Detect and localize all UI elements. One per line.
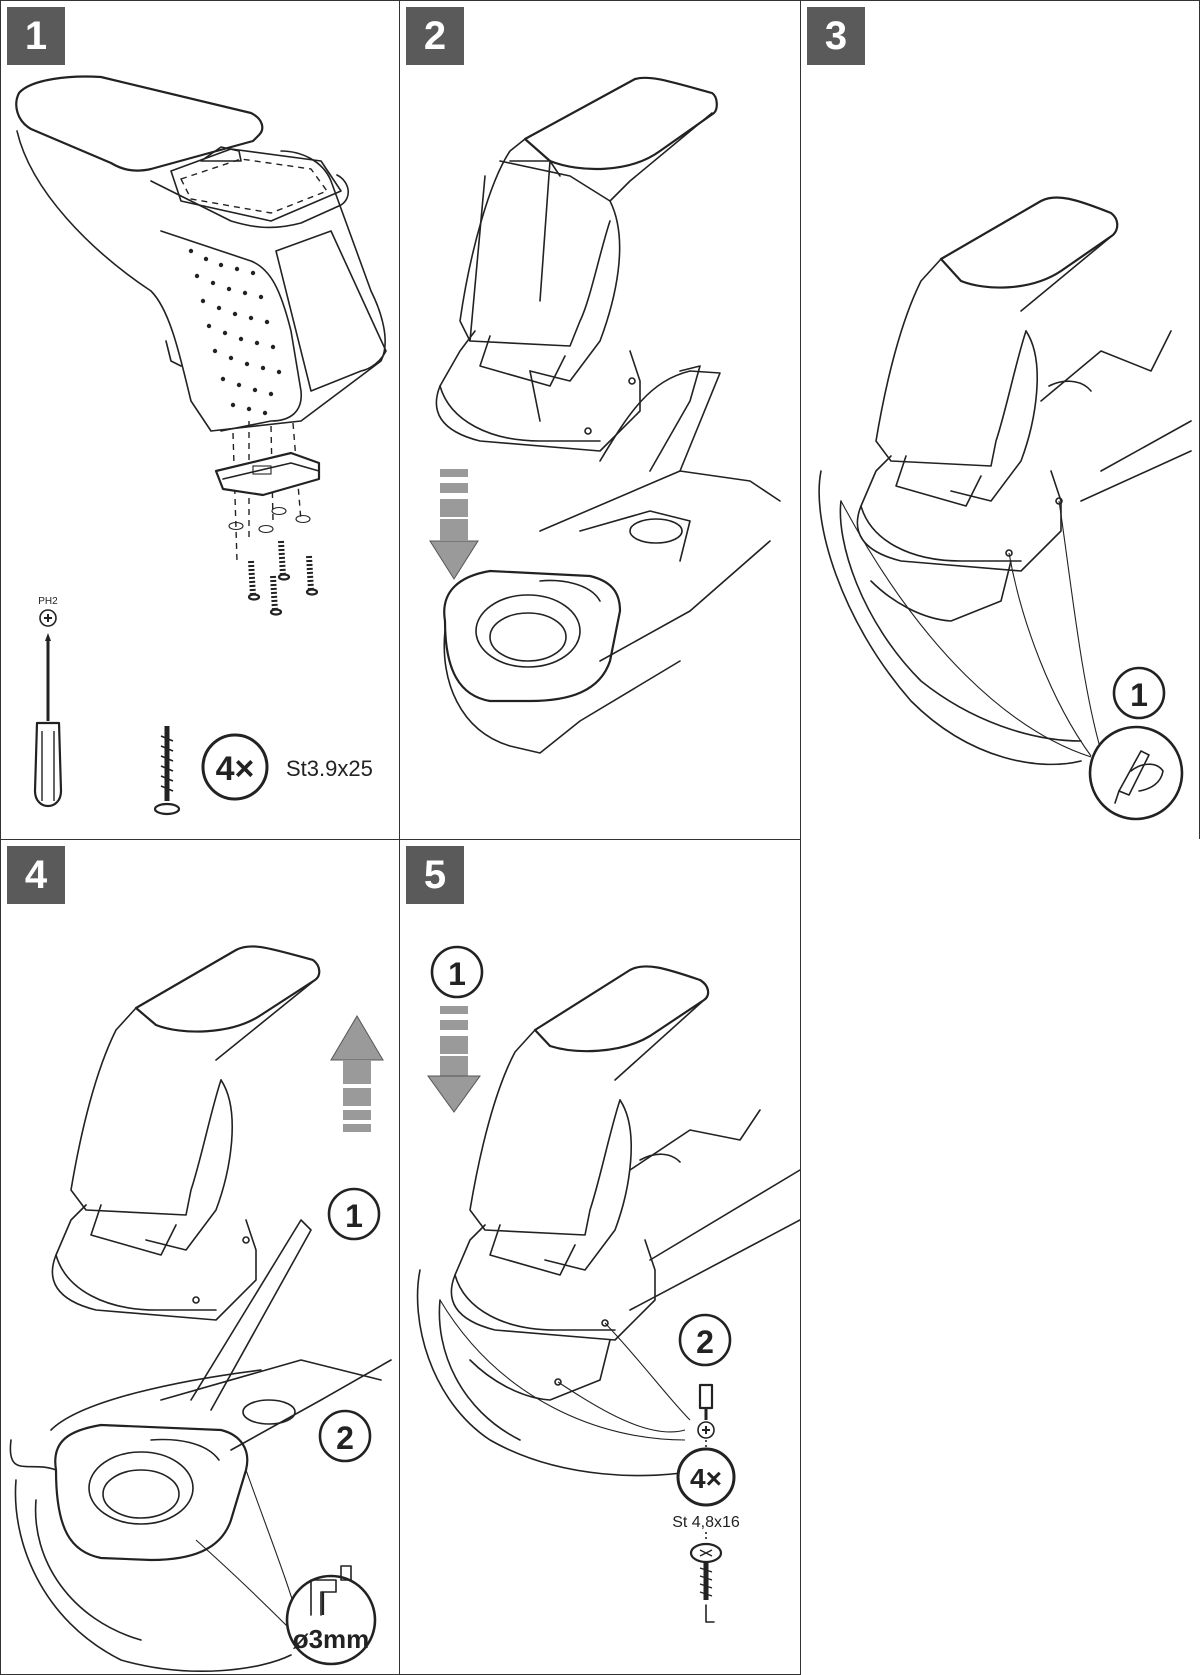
callout-2-circle — [678, 1313, 732, 1367]
wood-screw-icon — [153, 726, 181, 816]
drill-callout — [285, 1574, 377, 1666]
armrest-lid — [134, 945, 321, 1033]
screwdriver-icon — [697, 1383, 715, 1450]
screw-spec: St3.9x25 — [286, 756, 373, 781]
step-1-panel: 1 — [0, 0, 400, 840]
callout-1-circle — [327, 1187, 381, 1241]
callout-2: 2 — [336, 1420, 354, 1456]
step-number-badge: 2 — [406, 7, 464, 65]
up-arrow-icon — [330, 1015, 384, 1132]
armrest-drilling-illustration: 1 2 ø3mm — [9, 945, 392, 1672]
armrest-lid — [15, 75, 264, 172]
drill-size: ø3mm — [293, 1624, 370, 1654]
screwdriver-icon — [33, 633, 63, 807]
step-number-badge: 1 — [7, 7, 65, 65]
ph2-label: PH2 — [38, 596, 58, 607]
step-5-panel: 5 1 — [399, 839, 801, 1675]
armrest-lid — [523, 76, 718, 171]
cupholder-tray — [54, 1423, 249, 1562]
armrest-lowering-illustration — [429, 76, 781, 754]
screw-count: 4× — [216, 750, 255, 788]
step-number-badge: 3 — [807, 7, 865, 65]
callout-2: 2 — [696, 1324, 714, 1360]
step-3-panel: 3 1 — [800, 0, 1200, 840]
armrest-fixing-illustration: 1 — [416, 945, 800, 1623]
callout-1: 1 — [1130, 677, 1148, 713]
down-arrow-icon — [427, 1006, 481, 1113]
screw-count: 4× — [690, 1463, 722, 1494]
screw-spec: St 4,8x16 — [672, 1514, 740, 1531]
armrest-lid — [939, 196, 1119, 289]
step-2-panel: 2 — [399, 0, 801, 840]
armrest-marking-illustration: 1 — [818, 196, 1192, 821]
mounting-screws — [247, 540, 319, 616]
armrest-assembly-illustration: PH2 4× St3.9x25 — [15, 75, 387, 816]
ventilation-dots — [188, 248, 282, 416]
screw-icon — [689, 1532, 723, 1623]
armrest-lid — [533, 965, 710, 1053]
drill-hole-icon — [310, 1565, 352, 1616]
screw-count-badge — [676, 1447, 736, 1507]
down-arrow-icon — [429, 469, 479, 580]
step-number-badge: 4 — [7, 846, 65, 904]
washers — [228, 506, 311, 534]
callout-1-circle — [1112, 666, 1166, 720]
step-4-panel: 4 1 — [0, 839, 400, 1675]
ph2-icon — [39, 609, 57, 627]
step-number-badge: 5 — [406, 846, 464, 904]
callout-2-circle — [318, 1409, 372, 1463]
screw-count-badge — [201, 733, 269, 801]
callout-1: 1 — [448, 956, 466, 992]
marker-hand-icon — [1114, 750, 1164, 804]
callout-1-circle — [430, 945, 484, 999]
cupholder-tray — [443, 569, 622, 703]
callout-1: 1 — [345, 1198, 363, 1234]
empty-panel — [800, 839, 1200, 1675]
